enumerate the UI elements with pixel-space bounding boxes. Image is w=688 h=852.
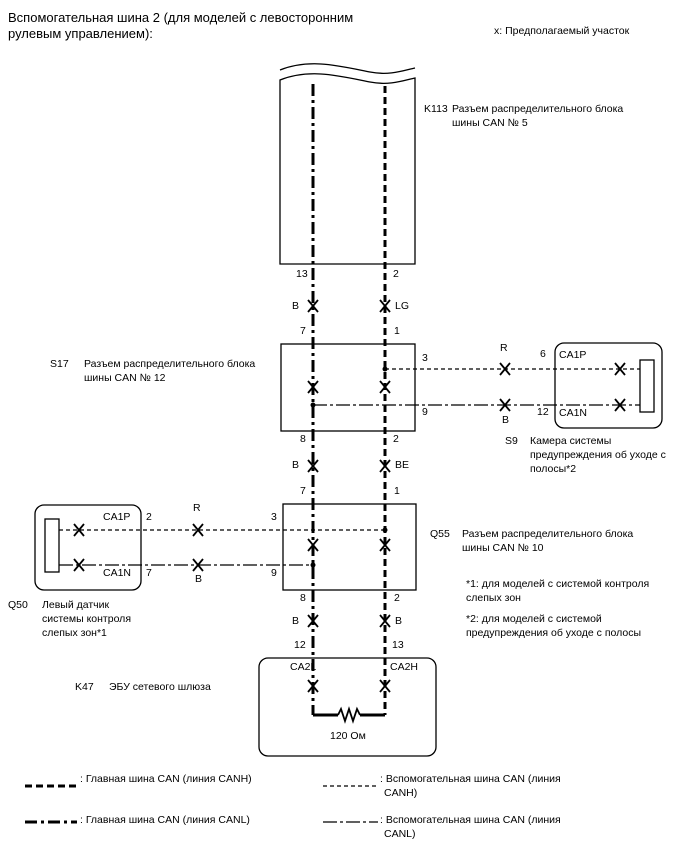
q55-pin-bottom-right: 2 [394, 592, 400, 604]
s9-camera [554, 342, 663, 429]
k47-code: K47 [75, 681, 94, 693]
page-title-line2: рулевым управлением): [8, 26, 153, 41]
s17-pin-top-right: 1 [394, 325, 400, 337]
legend-sub-low-line1: : Вспомогательная шина CAN (линия [380, 814, 561, 826]
legend-main-high: : Главная шина CAN (линия CANH) [80, 773, 252, 785]
s17-pin-p: 3 [422, 352, 428, 364]
s17-name-line2: шины CAN № 12 [84, 372, 166, 384]
k47-sig-left: CA2L [290, 661, 316, 673]
k113-name-line2: шины CAN № 5 [452, 117, 528, 129]
s9-sig-n: CA1N [559, 407, 587, 419]
q50-sig-n: CA1N [103, 567, 131, 579]
s17-name-line1: Разъем распределительного блока [84, 358, 255, 370]
page-title-line1: Вспомогательная шина 2 (для моделей с ле… [8, 10, 353, 25]
s9-pin-n: 12 [537, 406, 549, 418]
wire-color-q50-n: B [195, 573, 202, 585]
s9-name-line1: Камера системы [530, 435, 611, 447]
k113-pin-left: 13 [296, 268, 308, 280]
note-2-line2: предупреждения об уходе с полосы [466, 627, 641, 639]
q55-name-line1: Разъем распределительного блока [462, 528, 633, 540]
s17-pin-n: 9 [422, 406, 428, 418]
k113-name-line1: Разъем распределительного блока [452, 103, 623, 115]
k47-pin-right: 13 [392, 639, 404, 651]
q50-name-line2: системы контроля [42, 613, 131, 625]
s17-pin-top-left: 7 [300, 325, 306, 337]
note-2-line1: *2: для моделей с системой [466, 613, 602, 625]
q55-pin-n: 9 [271, 567, 277, 579]
k113-code: K113 [424, 103, 448, 115]
q55-code: Q55 [430, 528, 450, 540]
s9-code: S9 [505, 435, 518, 447]
q55-pin-p: 3 [271, 511, 277, 523]
legend-sub-low-line2: CANL) [384, 828, 416, 840]
q50-code: Q50 [8, 599, 28, 611]
q50-sensor [34, 504, 142, 591]
q55-splice-low [310, 562, 316, 568]
s17-pin-bottom-left: 8 [300, 433, 306, 445]
legend-sub-high-line2: CANH) [384, 787, 417, 799]
q50-name-line3: слепых зон*1 [42, 627, 107, 639]
s9-name-line3: полосы*2 [530, 463, 576, 475]
suspect-note: x: Предполагаемый участок [494, 25, 630, 37]
q55-connector [282, 503, 417, 591]
k113-pin-right: 2 [393, 268, 399, 280]
q50-pin-p: 2 [146, 511, 152, 523]
wire-color-k113-s17-left: B [292, 300, 299, 312]
legend-main-low: : Главная шина CAN (линия CANL) [80, 814, 250, 826]
q50-name-line1: Левый датчик [42, 599, 110, 611]
note-1-line2: слепых зон [466, 592, 521, 604]
wire-color-k113-s17-right: LG [395, 300, 409, 312]
wire-color-s17-q55-left: B [292, 459, 299, 471]
q55-name-line2: шины CAN № 10 [462, 542, 544, 554]
s17-pin-bottom-right: 2 [393, 433, 399, 445]
x-mark [499, 362, 511, 376]
legend-sub-high-line1: : Вспомогательная шина CAN (линия [380, 773, 561, 785]
legend: : Главная шина CAN (линия CANH) : Главна… [25, 773, 561, 840]
wire-color-s9-n: B [502, 414, 509, 426]
wire-color-q55-k47-left: B [292, 615, 299, 627]
s17-splice-high [382, 366, 388, 372]
s17-splice-low [310, 402, 316, 408]
q55-splice-high [382, 527, 388, 533]
k47-name: ЭБУ сетевого шлюза [109, 681, 211, 693]
q50-connector-body [44, 518, 60, 573]
resistor-value: 120 Ом [330, 730, 366, 742]
termination-resistor [313, 706, 385, 724]
s17-code: S17 [50, 358, 69, 370]
s9-name-line2: предупреждения об уходе с [530, 449, 666, 461]
q55-pin-top-left: 7 [300, 485, 306, 497]
q55-pin-bottom-left: 8 [300, 592, 306, 604]
q55-pin-top-right: 1 [394, 485, 400, 497]
q50-pin-n: 7 [146, 567, 152, 579]
k47-gateway-ecu [258, 657, 437, 757]
q50-sig-p: CA1P [103, 511, 130, 523]
s17-connector [280, 343, 416, 432]
k47-pin-left: 12 [294, 639, 306, 651]
wire-color-s9-p: R [500, 342, 508, 354]
wire-color-q50-p: R [193, 502, 201, 514]
k47-sig-right: CA2H [390, 661, 418, 673]
k113-connector [279, 63, 416, 265]
s9-sig-p: CA1P [559, 349, 586, 361]
wire-color-s17-q55-right: BE [395, 459, 409, 471]
wire-color-q55-k47-right: B [395, 615, 402, 627]
s9-connector-body [639, 359, 655, 413]
note-1-line1: *1: для моделей с системой контроля [466, 578, 649, 590]
s9-pin-p: 6 [540, 348, 546, 360]
